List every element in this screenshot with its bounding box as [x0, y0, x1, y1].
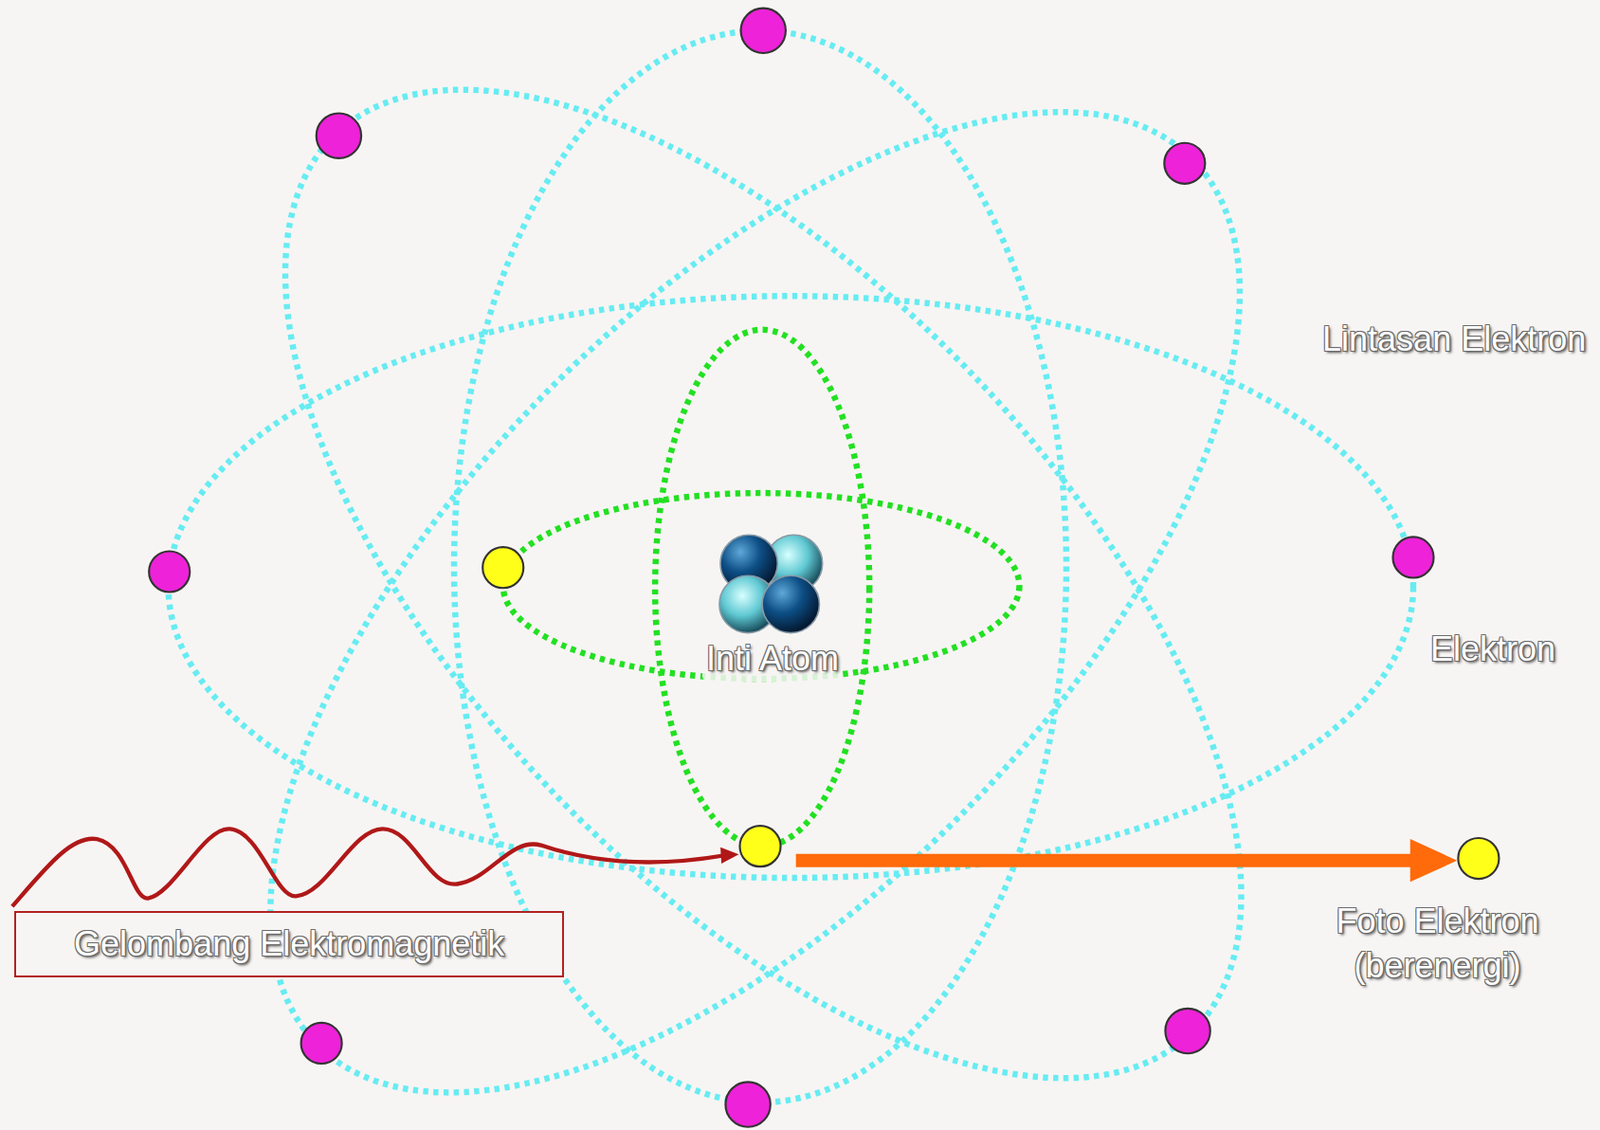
electron	[301, 1022, 343, 1064]
electron	[482, 546, 524, 588]
electron	[1164, 1008, 1210, 1054]
caption-box: Gelombang Elektromagnetik	[14, 910, 564, 978]
ejection-arrowhead	[1410, 838, 1458, 882]
electron	[1392, 536, 1434, 578]
electron	[739, 825, 781, 867]
em-wave	[12, 828, 725, 907]
diagram-label: Foto Elektron (berenergi)	[1280, 899, 1595, 989]
diagram-label: Inti Atom	[702, 636, 843, 682]
inner-orbits	[503, 329, 1020, 847]
electron	[316, 113, 362, 159]
electron	[725, 1081, 770, 1127]
electron	[741, 8, 786, 54]
photoelectron	[1457, 837, 1499, 879]
box-text: Gelombang Elektromagnetik	[73, 924, 505, 964]
electron	[148, 550, 190, 592]
inner-electrons	[482, 546, 1499, 879]
wave-arrowhead	[720, 847, 739, 864]
diagram-label: Lintasan Elektron	[1318, 317, 1590, 363]
nucleus	[719, 534, 823, 633]
orbit	[654, 329, 870, 847]
nucleon	[762, 575, 819, 633]
electron	[1163, 143, 1205, 184]
ejection-arrow	[796, 854, 1418, 868]
diagram-label: Elektron	[1426, 627, 1560, 673]
